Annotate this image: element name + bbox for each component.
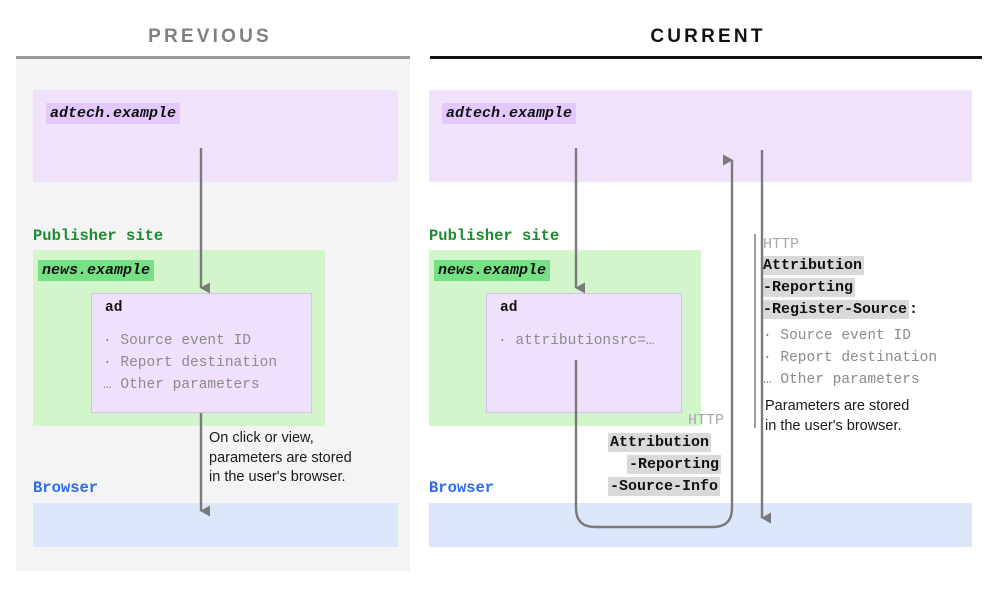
- current-request-header-line-2: -Reporting: [627, 455, 722, 474]
- previous-adtech-origin-chip: adtech.example: [46, 103, 181, 125]
- panel-previous: PREVIOUS adtech.example Publisher site n…: [0, 0, 420, 592]
- current-request-http-label: HTTP: [688, 412, 725, 429]
- current-response-header-line-2-text: -Reporting: [761, 278, 856, 297]
- current-response-header-line-2: -Reporting: [761, 278, 856, 297]
- previous-note: On click or view, parameters are stored …: [209, 430, 352, 486]
- previous-ad-params: · Source event ID · Report destination ……: [103, 333, 278, 393]
- previous-ad-title: ad: [105, 300, 123, 316]
- current-response-header-line-1: Attribution: [761, 256, 865, 275]
- current-ad-title: ad: [500, 300, 518, 316]
- current-response-header-line-1-text: Attribution: [761, 256, 865, 275]
- current-response-header-line-3: -Register-Source:: [761, 300, 919, 319]
- current-browser-block: [429, 503, 972, 547]
- current-request-header-line-3-text: -Source-Info: [608, 477, 721, 496]
- current-response-header-colon: :: [909, 301, 919, 318]
- previous-publisher-label: Publisher site: [33, 227, 164, 245]
- current-note: Parameters are stored in the user's brow…: [765, 398, 910, 434]
- current-response-header-line-3-text: -Register-Source: [761, 300, 910, 319]
- panel-current: CURRENT adtech.example Publisher site ne…: [420, 0, 996, 592]
- current-response-header-params: · Source event ID · Report destination ……: [763, 328, 938, 388]
- previous-browser-label: Browser: [33, 479, 99, 497]
- current-browser-label: Browser: [429, 479, 495, 497]
- current-publisher-origin-chip: news.example: [434, 260, 551, 282]
- panel-current-title: CURRENT: [650, 26, 766, 47]
- current-request-header-line-2-text: -Reporting: [627, 455, 722, 474]
- previous-publisher-origin-chip: news.example: [38, 260, 155, 282]
- panel-previous-divider: [16, 56, 410, 59]
- current-publisher-label: Publisher site: [429, 227, 560, 245]
- previous-ad-box: [91, 293, 312, 413]
- panel-current-divider: [430, 56, 982, 59]
- current-request-header-line-1-text: Attribution: [608, 433, 712, 452]
- current-request-header-line-1: Attribution: [608, 433, 712, 452]
- current-adtech-origin-chip: adtech.example: [442, 103, 577, 125]
- current-request-header-line-3: -Source-Info: [608, 477, 721, 496]
- panel-previous-title: PREVIOUS: [148, 26, 272, 47]
- current-response-http-label: HTTP: [763, 236, 800, 253]
- current-ad-params: · attributionsrc=…: [498, 333, 655, 349]
- previous-browser-block: [33, 503, 398, 547]
